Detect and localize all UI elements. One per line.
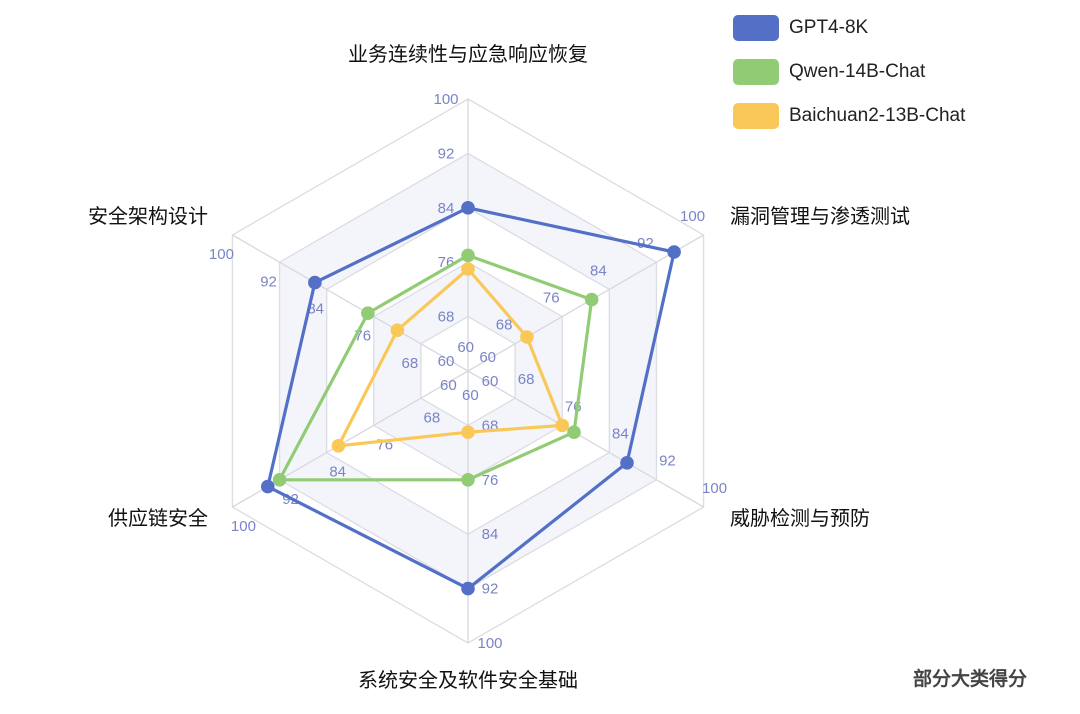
radar-spoke [467,234,704,372]
legend: GPT4-8K Qwen-14B-Chat Baichuan2-13B-Chat [733,6,965,138]
legend-swatch-qwen [733,59,779,85]
indicator-label: 业务连续性与应急响应恢复 [348,42,588,66]
tick-label: 60 [462,387,479,404]
tick-label: 60 [457,339,474,356]
tick-label: 60 [482,373,499,390]
legend-label-qwen: Qwen-14B-Chat [789,61,926,82]
tick-label: 84 [482,526,499,543]
series-point-1 [584,292,599,307]
tick-label: 92 [438,145,455,162]
tick-label: 76 [482,472,499,489]
tick-label: 68 [518,371,535,388]
chart-caption: 部分大类得分 [913,668,1028,690]
series-point-1 [461,248,475,263]
indicator-label: 漏洞管理与渗透测试 [730,204,910,228]
tick-label: 100 [477,635,502,652]
series-point-2 [461,425,475,440]
tick-label: 100 [702,480,727,497]
tick-label: 92 [482,581,499,598]
legend-label-gpt4: GPT4-8K [789,17,869,38]
series-point-1 [361,306,375,321]
legend-item-qwen[interactable]: Qwen-14B-Chat [733,50,965,94]
tick-label: 68 [438,309,455,326]
series-point-0 [260,479,275,494]
tick-label: 92 [260,273,277,290]
legend-label-baichuan: Baichuan2-13B-Chat [789,105,966,126]
legend-item-baichuan[interactable]: Baichuan2-13B-Chat [733,94,965,138]
series-point-1 [272,473,287,487]
tick-label: 84 [329,464,346,481]
radar-spoke [232,234,469,372]
indicator-label: 威胁检测与预防 [730,506,870,530]
series-point-2 [331,439,346,453]
legend-swatch-baichuan [733,103,779,129]
series-point-0 [461,581,475,596]
tick-label: 84 [590,262,607,279]
tick-label: 68 [496,317,513,334]
series-point-1 [567,425,581,440]
tick-label: 68 [424,409,441,426]
legend-swatch-gpt4 [733,15,779,41]
series-point-2 [520,330,534,344]
series-point-2 [555,418,570,433]
tick-label: 100 [433,91,458,108]
tick-label: 76 [543,290,560,307]
tick-label: 100 [680,208,705,225]
legend-item-gpt4[interactable]: GPT4-8K [733,6,965,50]
tick-label: 60 [438,353,455,370]
tick-label: 100 [209,246,234,263]
indicator-label: 系统安全及软件安全基础 [358,668,578,692]
tick-label: 60 [479,349,496,366]
series-point-2 [461,262,475,276]
tick-label: 84 [612,426,629,443]
tick-label: 84 [307,300,324,317]
series-point-2 [390,323,405,338]
series-point-0 [308,275,322,290]
radar-spoke [467,370,704,508]
tick-label: 92 [659,453,676,470]
series-point-0 [667,245,681,259]
series-point-0 [620,456,634,470]
series-point-1 [461,473,475,487]
indicator-label: 安全架构设计 [88,204,208,228]
indicator-label: 供应链安全 [108,506,208,530]
tick-label: 68 [402,355,419,372]
tick-label: 60 [440,377,457,394]
tick-label: 100 [231,518,256,535]
series-point-0 [461,201,475,215]
tick-label: 84 [438,200,455,217]
